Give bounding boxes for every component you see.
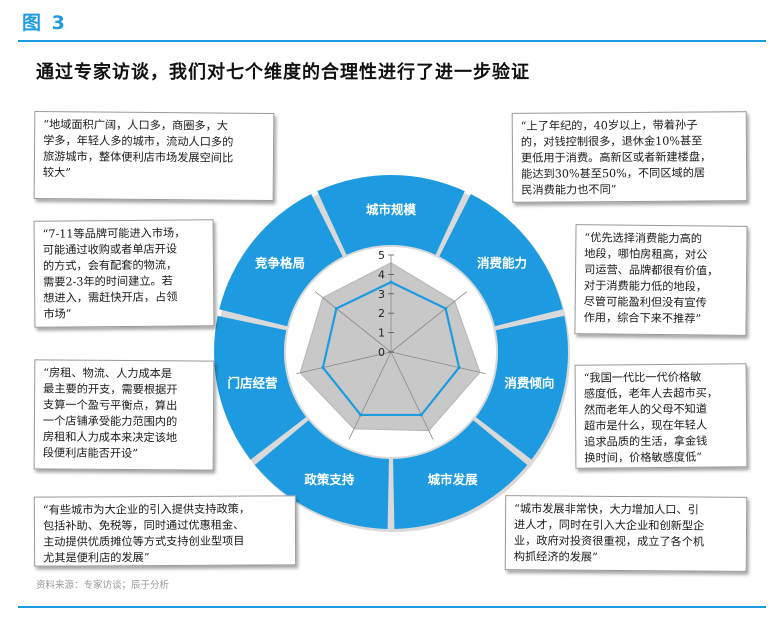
segment-label-city-scale: 城市规模 (366, 202, 417, 217)
segment-label-city-development: 城市发展 (428, 472, 479, 487)
ring-segment-policy-support (254, 420, 389, 529)
segment-label-policy-support: 政策支持 (304, 472, 355, 487)
radar-point (444, 306, 448, 311)
radar-spoke (390, 351, 486, 374)
radar-point (419, 413, 423, 417)
radar-tick-label: 1 (378, 327, 385, 340)
quote-city-development: “城市发展非常快，大力增加人口、引 进人才，同时在引入大企业和创新型企 业，政府… (504, 495, 748, 572)
radar-tick-label: 3 (378, 288, 385, 301)
quote-consumption-power-location: “优先选择消费能力高的 地段，哪怕房租高，对公 司运营、品牌都很有价值， 对于消… (574, 224, 748, 336)
ring-segment-city-development (393, 420, 528, 529)
headline: 通过专家访谈，我们对七个维度的合理性进行了进一步验证 (36, 62, 530, 83)
quote-consumption-tendency: “我国一代比一代价格敏 感度低，老年人去超市买， 然而老年人的父母不知道 超市是… (574, 363, 748, 469)
ring-segment-consumption-power (439, 194, 563, 327)
radar-spoke (348, 351, 392, 440)
radar-spoke (296, 351, 392, 374)
radar-spoke (314, 291, 392, 353)
ring-segment-consumption-tendency (475, 315, 568, 460)
quote-competition: “7-11等品牌可能进入市场， 可能通过收购或者单店开设 的方式，会有配套的物流… (33, 219, 215, 328)
figure-label: 图 3 (22, 12, 67, 34)
radar-spoke (390, 291, 468, 353)
segment-label-consumption-tendency: 消费倾向 (504, 376, 554, 391)
radar-point (457, 365, 461, 370)
quote-policy-support: “有些城市为大企业的引入提供支持政策， 包括补助、免税等，同时通过优惠租金、 主… (33, 495, 297, 567)
quote-city-scale: “地域面积广阔，人口多，商圈多，大 学多，年轻人多的城市，流动人口多的 旅游城市… (33, 110, 275, 202)
segment-label-store-operation: 门店经营 (228, 376, 279, 391)
quote-store-operation: “房租、物流、人力成本是 最主要的开支，需要根据开 支算一个盈亏平衡点，算出 一… (33, 359, 215, 471)
radar-tick-label: 0 (378, 346, 385, 359)
ring-segment-store-operation (214, 315, 307, 460)
top-rule (18, 40, 766, 42)
radar-tick-label: 5 (378, 249, 385, 262)
segment-label-consumption-power: 消费能力 (477, 255, 527, 270)
ring-segment-competition (219, 194, 343, 327)
radar-tick-label: 4 (378, 268, 385, 281)
radar-series-line (321, 280, 461, 417)
source-note: 资料来源：专家访谈；辰于分析 (36, 580, 170, 591)
radar-point (359, 413, 363, 417)
radar-spoke (390, 351, 434, 440)
quote-consumption-power: “上了年纪的，40岁以上，带着孙子 的，对钱控制很多，退休金10%甚至 更低用于… (511, 111, 748, 203)
radar-point (321, 365, 325, 370)
segment-label-competition: 竞争格局 (255, 255, 305, 270)
radar-tick-label: 2 (378, 307, 385, 320)
radar-point (389, 280, 393, 284)
radar-point (334, 306, 338, 311)
bottom-rule (18, 606, 766, 608)
ring-segment-city-scale (317, 174, 465, 255)
